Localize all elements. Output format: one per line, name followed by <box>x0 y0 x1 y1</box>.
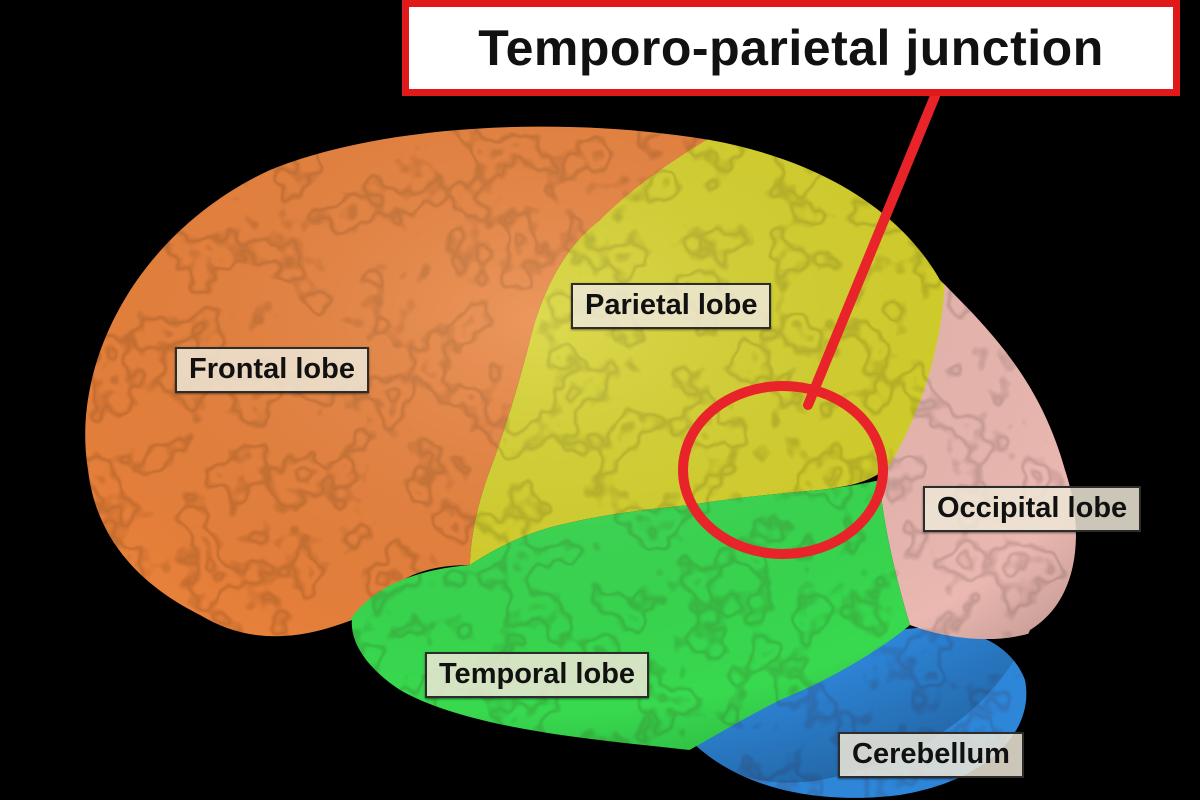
label-occipital-lobe: Occipital lobe <box>923 486 1142 532</box>
label-frontal-lobe: Frontal lobe <box>175 347 369 393</box>
label-temporal-lobe: Temporal lobe <box>425 652 650 698</box>
title-box: Temporo-parietal junction <box>402 0 1180 96</box>
pointer-line <box>803 91 940 410</box>
label-parietal-lobe: Parietal lobe <box>571 283 772 329</box>
title-text: Temporo-parietal junction <box>478 20 1104 76</box>
tpj-highlight-circle <box>678 381 888 559</box>
label-cerebellum: Cerebellum <box>838 732 1024 778</box>
